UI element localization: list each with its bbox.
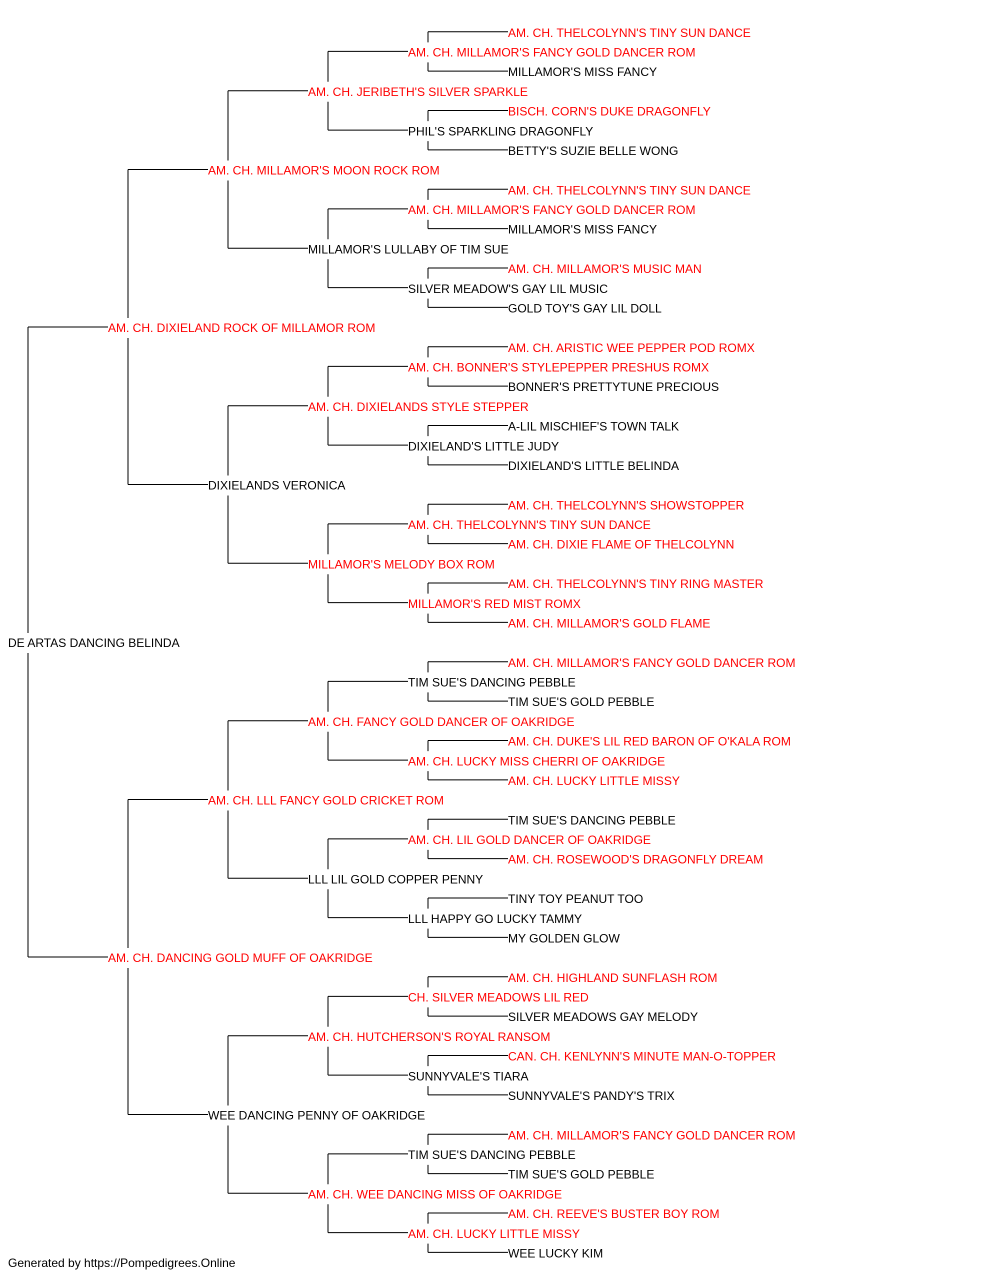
pedigree-entry-root-dam-dam-sire-dam: SUNNYVALE'S TIARA	[408, 1069, 529, 1083]
pedigree-entry-root-dam-sire-sire-sire-sire: AM. CH. MILLAMOR'S FANCY GOLD DANCER ROM	[508, 656, 795, 670]
pedigree-entry-root-sire-sire-sire-sire: AM. CH. MILLAMOR'S FANCY GOLD DANCER ROM	[408, 46, 695, 60]
pedigree-entry-root-dam-sire-dam: LLL LIL GOLD COPPER PENNY	[308, 872, 483, 886]
pedigree-entry-root-dam-dam-sire: AM. CH. HUTCHERSON'S ROYAL RANSOM	[308, 1030, 550, 1044]
pedigree-entry-root-sire-sire-dam-dam-dam: GOLD TOY'S GAY LIL DOLL	[508, 301, 662, 315]
pedigree-entry-root-sire-sire-dam-sire-sire: AM. CH. THELCOLYNN'S TINY SUN DANCE	[508, 183, 751, 197]
pedigree-entry-root-dam-sire-dam-sire: AM. CH. LIL GOLD DANCER OF OAKRIDGE	[408, 833, 651, 847]
pedigree-entry-root-sire-dam-dam: MILLAMOR'S MELODY BOX ROM	[308, 557, 495, 571]
pedigree-entry-root-sire-dam-dam-sire: AM. CH. THELCOLYNN'S TINY SUN DANCE	[408, 518, 651, 532]
pedigree-entry-root-dam-dam-dam-dam-sire: AM. CH. REEVE'S BUSTER BOY ROM	[508, 1207, 719, 1221]
pedigree-entry-root-dam-sire-dam-sire-sire: TIM SUE'S DANCING PEBBLE	[508, 813, 676, 827]
pedigree-entry-root-sire-sire-sire-dam-dam: BETTY'S SUZIE BELLE WONG	[508, 144, 678, 158]
pedigree-entry-root-dam-sire-sire: AM. CH. FANCY GOLD DANCER OF OAKRIDGE	[308, 715, 574, 729]
pedigree-entry-root-sire-sire-dam-dam-sire: AM. CH. MILLAMOR'S MUSIC MAN	[508, 262, 702, 276]
pedigree-entry-root-sire-sire: AM. CH. MILLAMOR'S MOON ROCK ROM	[208, 164, 440, 178]
pedigree-entry-root-dam-sire-sire-sire: TIM SUE'S DANCING PEBBLE	[408, 676, 576, 690]
pedigree-entry-root-dam-sire-sire-dam: AM. CH. LUCKY MISS CHERRI OF OAKRIDGE	[408, 754, 665, 768]
pedigree-entry-root-dam-dam-dam-dam: AM. CH. LUCKY LITTLE MISSY	[408, 1227, 580, 1241]
pedigree-entry-root-dam-sire-sire-dam-sire: AM. CH. DUKE'S LIL RED BARON OF O'KALA R…	[508, 735, 791, 749]
pedigree-entry-root-dam-sire: AM. CH. LLL FANCY GOLD CRICKET ROM	[208, 794, 444, 808]
pedigree-entry-root-sire-dam-dam-dam-dam: AM. CH. MILLAMOR'S GOLD FLAME	[508, 616, 710, 630]
pedigree-entry-root-sire-dam-sire-dam-sire: A-LIL MISCHIEF'S TOWN TALK	[508, 420, 679, 434]
pedigree-entry-root-dam-dam-dam-sire-dam: TIM SUE'S GOLD PEBBLE	[508, 1168, 654, 1182]
pedigree-entry-root-sire-sire-dam: MILLAMOR'S LULLABY OF TIM SUE	[308, 242, 509, 256]
pedigree-entry-root-dam: AM. CH. DANCING GOLD MUFF OF OAKRIDGE	[108, 951, 373, 965]
pedigree-entry-root-dam-dam-dam: AM. CH. WEE DANCING MISS OF OAKRIDGE	[308, 1187, 562, 1201]
pedigree-entry-root-sire-sire-sire-dam-sire: BISCH. CORN'S DUKE DRAGONFLY	[508, 105, 711, 119]
pedigree-entry-root-dam-dam-dam-dam-dam: WEE LUCKY KIM	[508, 1246, 603, 1260]
pedigree-entry-root-sire-dam-sire: AM. CH. DIXIELANDS STYLE STEPPER	[308, 400, 529, 414]
pedigree-entry-root-dam-dam-sire-sire-sire: AM. CH. HIGHLAND SUNFLASH ROM	[508, 971, 717, 985]
pedigree-entry-root-dam-sire-dam-dam-sire: TINY TOY PEANUT TOO	[508, 892, 643, 906]
pedigree-entry-root-dam-sire-dam-sire-dam: AM. CH. ROSEWOOD'S DRAGONFLY DREAM	[508, 853, 763, 867]
pedigree-entry-root-sire-dam-sire-dam: DIXIELAND'S LITTLE JUDY	[408, 439, 559, 453]
pedigree-entry-root-dam-dam-sire-sire-dam: SILVER MEADOWS GAY MELODY	[508, 1010, 698, 1024]
pedigree-entry-root-sire-sire-sire-dam: PHIL'S SPARKLING DRAGONFLY	[408, 124, 593, 138]
pedigree-entry-root-dam-dam-sire-dam-sire: CAN. CH. KENLYNN'S MINUTE MAN-O-TOPPER	[508, 1050, 776, 1064]
pedigree-entry-root-sire-dam-dam-dam-sire: AM. CH. THELCOLYNN'S TINY RING MASTER	[508, 577, 764, 591]
footer-credit: Generated by https://Pompedigrees.Online	[8, 1256, 236, 1270]
pedigree-entry-root-dam-dam-dam-sire: TIM SUE'S DANCING PEBBLE	[408, 1148, 576, 1162]
pedigree-entry-root-sire-dam-dam-sire-sire: AM. CH. THELCOLYNN'S SHOWSTOPPER	[508, 498, 745, 512]
pedigree-entry-root-sire-dam-sire-sire: AM. CH. BONNER'S STYLEPEPPER PRESHUS ROM…	[408, 361, 709, 375]
pedigree-entry-root-sire-dam-dam-dam: MILLAMOR'S RED MIST ROMX	[408, 597, 581, 611]
pedigree-entry-root-dam-dam-sire-dam-dam: SUNNYVALE'S PANDY'S TRIX	[508, 1089, 675, 1103]
pedigree-entry-root-dam-sire-sire-sire-dam: TIM SUE'S GOLD PEBBLE	[508, 695, 654, 709]
pedigree-entry-root-dam-dam-dam-sire-sire: AM. CH. MILLAMOR'S FANCY GOLD DANCER ROM	[508, 1128, 795, 1142]
pedigree-entry-root-sire-dam-sire-sire-dam: BONNER'S PRETTYTUNE PRECIOUS	[508, 380, 719, 394]
pedigree-entry-root-sire-sire-sire-sire-sire: AM. CH. THELCOLYNN'S TINY SUN DANCE	[508, 26, 751, 40]
pedigree-entry-root-sire-sire-sire: AM. CH. JERIBETH'S SILVER SPARKLE	[308, 85, 528, 99]
pedigree-entry-root-sire-sire-dam-sire-dam: MILLAMOR'S MISS FANCY	[508, 223, 657, 237]
pedigree-entry-root-sire-dam-sire-sire-sire: AM. CH. ARISTIC WEE PEPPER POD ROMX	[508, 341, 755, 355]
pedigree-entry-root-sire-sire-dam-dam: SILVER MEADOW'S GAY LIL MUSIC	[408, 282, 608, 296]
pedigree-entry-root-sire-dam: DIXIELANDS VERONICA	[208, 479, 345, 493]
pedigree-entry-root-dam-dam-sire-sire: CH. SILVER MEADOWS LIL RED	[408, 991, 589, 1005]
pedigree-entry-root-dam-sire-sire-dam-dam: AM. CH. LUCKY LITTLE MISSY	[508, 774, 680, 788]
pedigree-entry-root-sire-sire-dam-sire: AM. CH. MILLAMOR'S FANCY GOLD DANCER ROM	[408, 203, 695, 217]
pedigree-entry-root-dam-dam: WEE DANCING PENNY OF OAKRIDGE	[208, 1109, 425, 1123]
pedigree-entry-root-sire: AM. CH. DIXIELAND ROCK OF MILLAMOR ROM	[108, 321, 375, 335]
pedigree-entry-root-sire-dam-dam-sire-dam: AM. CH. DIXIE FLAME OF THELCOLYNN	[508, 538, 734, 552]
pedigree-entry-root-dam-sire-dam-dam-dam: MY GOLDEN GLOW	[508, 931, 620, 945]
pedigree-entry-root-sire-sire-sire-sire-dam: MILLAMOR'S MISS FANCY	[508, 65, 657, 79]
pedigree-entry-root-dam-sire-dam-dam: LLL HAPPY GO LUCKY TAMMY	[408, 912, 582, 926]
pedigree-entry-root-sire-dam-sire-dam-dam: DIXIELAND'S LITTLE BELINDA	[508, 459, 679, 473]
pedigree-entry-root: DE ARTAS DANCING BELINDA	[8, 636, 180, 650]
